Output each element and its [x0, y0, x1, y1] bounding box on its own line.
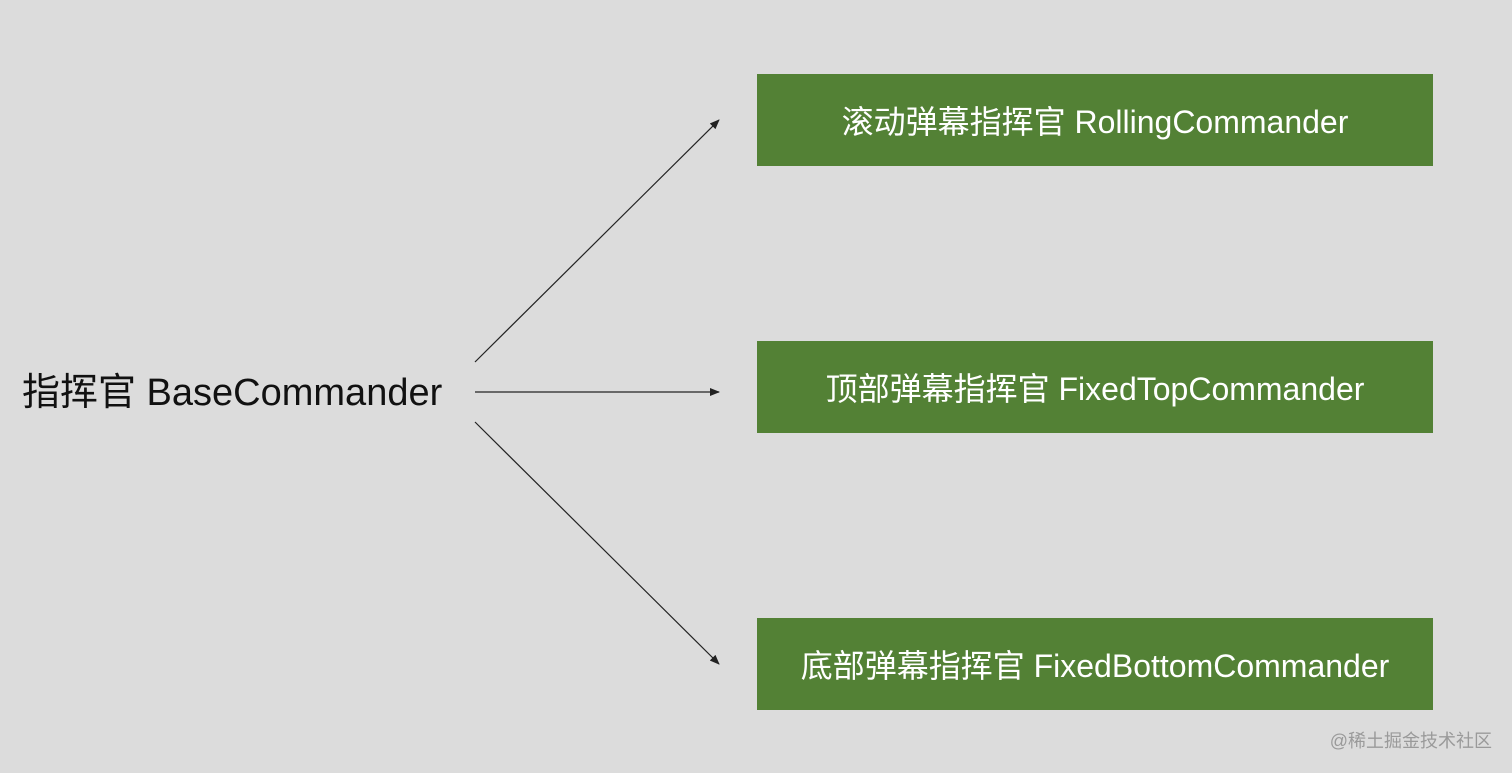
arrow-to-rolling-commander	[474, 119, 720, 363]
node-label: 底部弹幕指挥官 FixedBottomCommander	[800, 648, 1390, 684]
arrow-to-fixed-bottom-commander	[474, 421, 720, 665]
root-node-label: 指挥官 BaseCommander	[22, 372, 443, 414]
node-fixed-bottom-commander: 底部弹幕指挥官 FixedBottomCommander	[757, 618, 1433, 710]
watermark-text: @稀土掘金技术社区	[1329, 731, 1492, 751]
node-fixed-top-commander: 顶部弹幕指挥官 FixedTopCommander	[757, 341, 1433, 433]
node-label: 顶部弹幕指挥官 FixedTopCommander	[825, 371, 1365, 407]
node-rolling-commander: 滚动弹幕指挥官 RollingCommander	[757, 74, 1433, 166]
node-label: 滚动弹幕指挥官 RollingCommander	[841, 104, 1349, 140]
